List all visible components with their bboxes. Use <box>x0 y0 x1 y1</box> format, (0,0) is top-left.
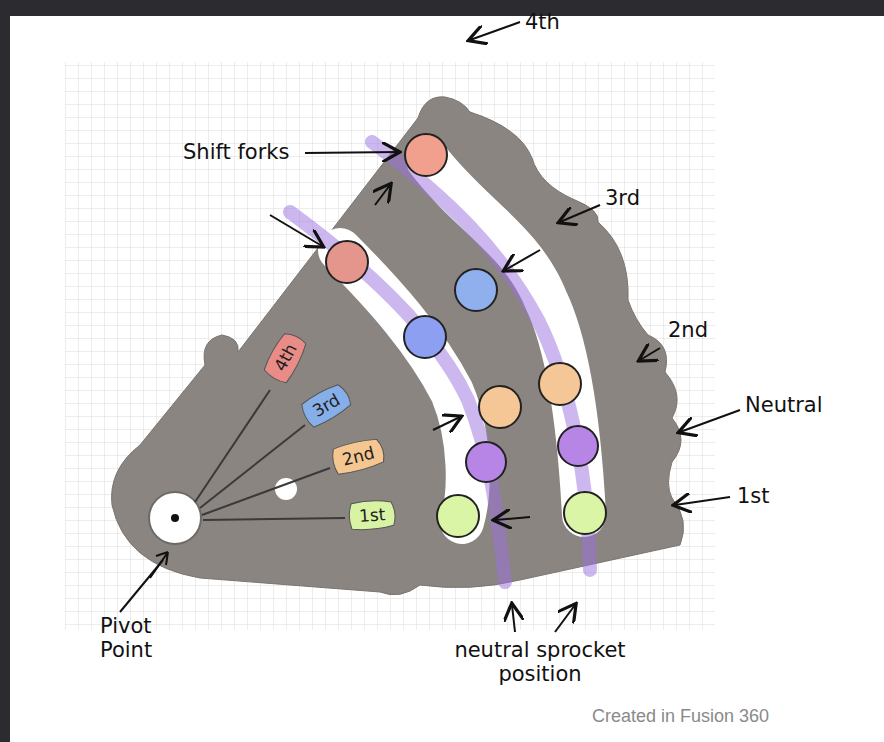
fork-positions <box>326 134 606 537</box>
callout-label: Neutral <box>745 393 823 417</box>
side-bar <box>0 0 10 742</box>
gear-blob: 1st <box>345 497 398 532</box>
callout-label: neutral sprocket position <box>435 638 645 686</box>
radial-lines <box>195 390 345 520</box>
gear-label: 1st <box>358 504 386 526</box>
neutral-track <box>290 212 505 582</box>
cam-slot <box>340 250 468 522</box>
callout-label: 2nd <box>668 318 708 342</box>
top-bar <box>0 0 884 16</box>
neutral-track <box>372 142 590 570</box>
cam-plate <box>112 97 684 595</box>
watermark: Created in Fusion 360 <box>592 706 769 727</box>
callout-label: 4th <box>525 10 560 34</box>
leader-arrow <box>150 552 168 578</box>
grid <box>65 62 715 630</box>
callout-label: 3rd <box>605 186 640 210</box>
callout-label: Shift forks <box>183 140 298 164</box>
pivot-hole <box>149 492 201 544</box>
callout-label: 1st <box>737 484 770 508</box>
leader-arrows <box>120 22 740 632</box>
pivot-dot <box>171 514 179 522</box>
callout-label: Pivot Point <box>100 614 210 662</box>
